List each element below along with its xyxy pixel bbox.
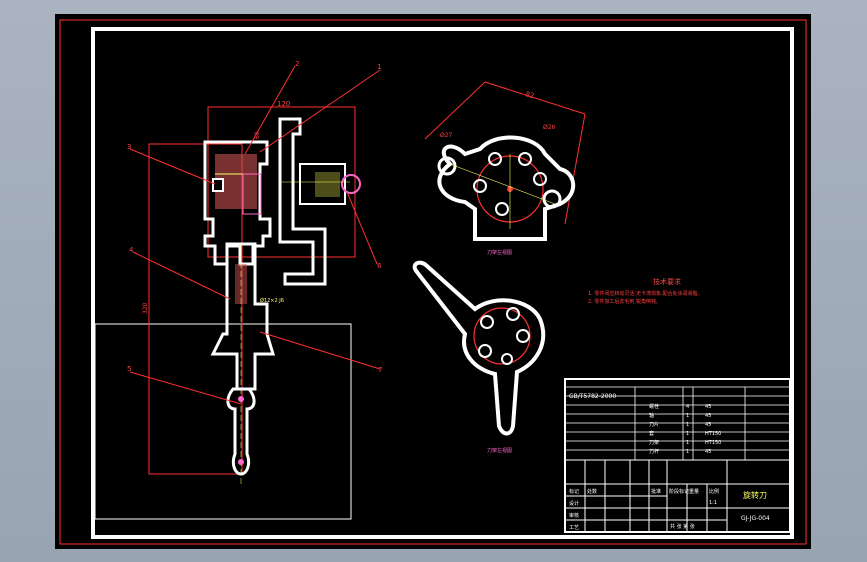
part-name: 旋转刀 xyxy=(743,490,767,500)
leader-label-2: 2 xyxy=(295,60,299,68)
hdr-ratio: 比例 xyxy=(709,488,719,495)
hdr-weight: 重量 xyxy=(689,488,699,495)
notes-line-1: 1. 零件间应转动灵活,无卡滞现象,配合处涂润滑脂。 xyxy=(588,290,703,297)
view-a-label: 刀架左视图 xyxy=(487,249,512,256)
hdr-count: 处数 xyxy=(587,488,597,495)
hdr-stage: 阶段标记 xyxy=(669,488,689,495)
part-row-qty: 1 xyxy=(686,413,689,419)
dim-big: 82 xyxy=(524,90,535,100)
dim-offset: 60 xyxy=(254,131,261,139)
part-row-name: 刀杆 xyxy=(649,448,659,455)
leader-label-1: 1 xyxy=(377,63,381,71)
part-row-name: 刀片 xyxy=(649,421,659,428)
support-bracket xyxy=(278,117,327,286)
part-row-qty: 4 xyxy=(686,404,689,410)
dim-width: 120 xyxy=(277,100,290,108)
sheet-count: 共 张 第 张 xyxy=(670,523,695,530)
hdr-check: 审核 xyxy=(569,512,579,519)
drawing-canvas: 120 60 320 1 2 3 4 5 6 xyxy=(59,19,807,545)
hdr-process: 工艺 xyxy=(569,525,579,531)
part-row-material: 45 xyxy=(705,404,711,410)
part-row-name: 螺栓 xyxy=(649,403,659,410)
view-b-label: 刀架左视图 xyxy=(487,447,512,454)
part-row-qty: 1 xyxy=(686,440,689,446)
part-row-qty: 1 xyxy=(686,431,689,437)
sheet-inner-border xyxy=(91,27,794,539)
technical-notes: 技术要求 1. 零件间应转动灵活,无卡滞现象,配合处涂润滑脂。 2. 零件加工后… xyxy=(588,277,703,305)
scale-value: 1:1 xyxy=(709,500,717,506)
title-block-frame xyxy=(564,378,791,533)
part-row-material: HT150 xyxy=(705,440,721,446)
leader-label-6: 6 xyxy=(377,262,382,270)
dim-small: Ø12×2 J6 xyxy=(260,297,284,304)
part-row-qty: 1 xyxy=(686,449,689,455)
cad-viewport[interactable]: 120 60 320 1 2 3 4 5 6 xyxy=(55,14,811,549)
cam-plate-view: 82 Ø27 Ø26 刀架左视图 xyxy=(424,81,586,256)
dim-r2: Ø26 xyxy=(543,124,556,131)
main-assembly-view: 120 60 320 1 2 3 4 5 6 xyxy=(127,60,382,484)
part-row-material: 45 xyxy=(705,422,711,428)
part-row-name: 刀架 xyxy=(649,440,659,446)
blade-stem xyxy=(226,387,256,476)
cam-plate-outline xyxy=(437,135,576,241)
leader-label-3: 3 xyxy=(127,143,131,151)
part-row-name: 套 xyxy=(649,430,654,437)
blade-holder-view: 刀架左视图 xyxy=(412,260,546,454)
part-row-name: 轴 xyxy=(649,412,654,419)
hdr-design: 设计 xyxy=(569,500,579,507)
dim-height: 320 xyxy=(142,302,149,314)
dim-r1: Ø27 xyxy=(440,132,453,139)
part-row-material: 45 xyxy=(705,449,711,455)
approve-label: 批准 xyxy=(651,488,661,495)
std-code: GB/T5782-2000 xyxy=(569,393,616,400)
viewport-window-frame xyxy=(94,323,352,520)
part-row-material: HT150 xyxy=(705,431,721,437)
notes-title: 技术要求 xyxy=(653,277,681,286)
drawing-code: GJ-JG-004 xyxy=(741,515,770,522)
leader-label-5: 5 xyxy=(127,365,131,373)
height-dim-box xyxy=(148,143,243,475)
leader-label-4: 4 xyxy=(129,246,134,254)
leader-label-7: 7 xyxy=(378,366,382,374)
hdr-mark: 标记 xyxy=(569,488,579,495)
part-row-material: 45 xyxy=(705,413,711,419)
part-row-qty: 1 xyxy=(686,422,689,428)
notes-line-2: 2. 零件加工后去毛刺,锐角倒钝。 xyxy=(588,298,661,305)
sheet-outer-border xyxy=(59,19,807,545)
spindle-shaft xyxy=(210,242,276,391)
blade-holder-outline xyxy=(412,260,546,436)
